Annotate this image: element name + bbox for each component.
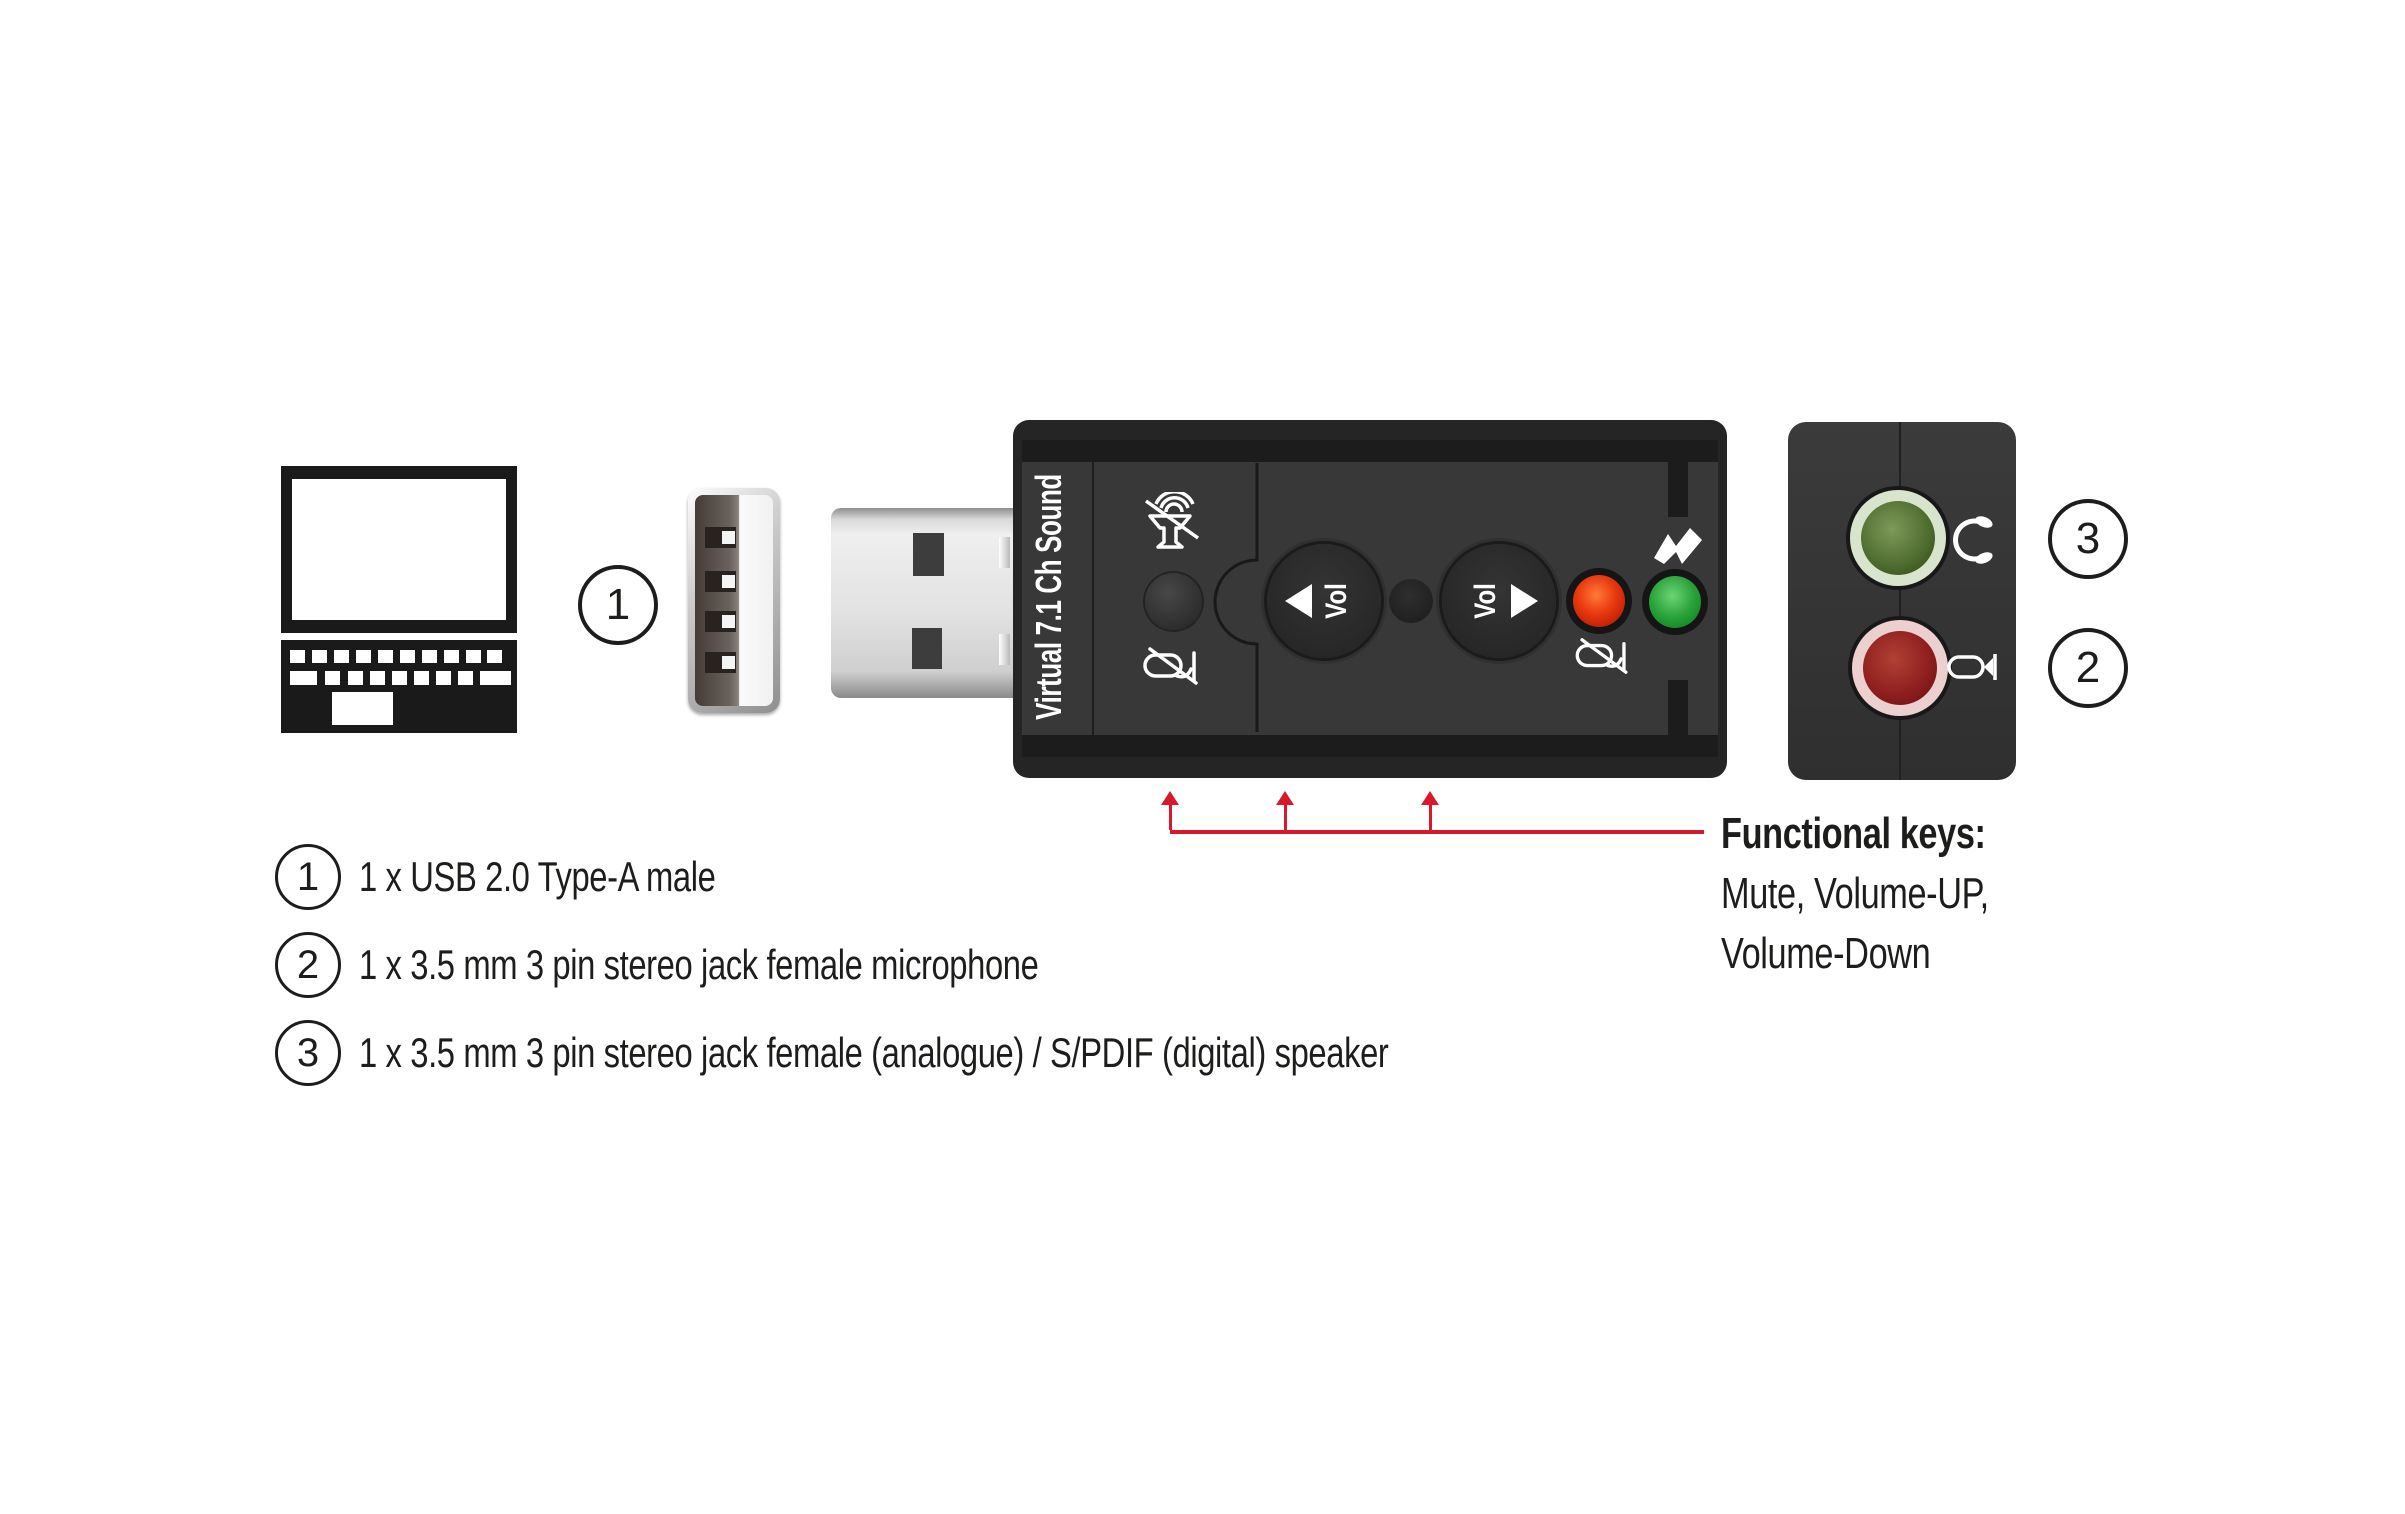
usb-plug-slot [999,537,1010,568]
usb-port-contact [705,527,736,548]
device-bottom-groove [1022,735,1718,757]
headphone-icon [1953,516,1993,564]
usb-port-contact [705,571,736,592]
functional-keys-line1: Mute, Volume-UP, [1721,869,1989,918]
laptop-icon [281,466,517,733]
callout-3-badge: 3 [2048,499,2128,579]
volume-down-button: Vol [1267,544,1381,658]
triangle-right-icon [1511,584,1538,618]
triangle-left-icon [1285,584,1312,618]
volume-up-button: Vol [1442,544,1556,658]
microphone-icon [1947,654,1997,680]
device-corner-bracket [1668,680,1688,735]
pointer-line [1170,830,1704,834]
flash-icon [1654,528,1702,564]
usb-sound-adapter: Virtual 7.1 Ch Sound [1013,420,1727,778]
green-led [1642,569,1708,635]
mic-jack [1848,616,1952,720]
center-dot [1389,579,1433,623]
callout-2-badge: 2 [2048,628,2128,708]
legend-item-2: 2 1 x 3.5 mm 3 pin stereo jack female mi… [275,932,1230,998]
callout-1-badge: 1 [578,565,658,645]
functional-keys-note: Functional keys: Mute, Volume-UP, Volume… [1721,804,2064,984]
device-divider [1092,462,1094,735]
functional-keys-line2: Volume-Down [1721,929,1931,978]
mic-mute-icon [1575,638,1628,674]
legend-1-badge: 1 [275,844,341,910]
pointer-arrow-stem [1429,805,1432,830]
usb-port-contact [705,611,736,632]
pointer-arrow-head [1421,791,1439,805]
device-label: Virtual 7.1 Ch Sound [1028,474,1069,720]
vol-up-label: Vol [1469,583,1502,619]
speaker-jack-core [1861,501,1935,575]
mic-mute-icon [1143,647,1198,685]
speaker-mute-icon [1144,492,1200,549]
functional-keys-title: Functional keys: [1721,809,1986,858]
legend-2-number: 2 [296,942,320,987]
legend-3-badge: 3 [275,1020,341,1086]
callout-1-number: 1 [605,580,631,629]
usb-port-contact [705,652,736,673]
usb-port-icon [688,488,780,713]
pointer-arrow-head [1161,791,1179,805]
legend-3-number: 3 [296,1030,320,1075]
pointer-arrow-stem [1169,805,1172,830]
legend-2-badge: 2 [275,932,341,998]
legend-item-3: 3 1 x 3.5 mm 3 pin stereo jack female (a… [275,1020,1679,1086]
usb-plug-icon [831,508,1017,698]
rear-jack-panel [1788,422,2016,780]
vol-down-label: Vol [1320,583,1353,619]
callout-2-number: 2 [2075,643,2101,692]
mic-jack-core [1863,631,1937,705]
pointer-arrow-head [1276,791,1294,805]
legend-1-number: 1 [296,854,320,899]
callout-3-number: 3 [2075,514,2101,563]
legend-item-1: 1 1 x USB 2.0 Type-A male [275,844,816,910]
legend-2-text: 1 x 3.5 mm 3 pin stereo jack female micr… [359,941,1039,988]
usb-plug-slot [999,634,1010,665]
speaker-jack [1846,486,1950,590]
legend-1-text: 1 x USB 2.0 Type-A male [359,853,716,900]
legend-3-text: 1 x 3.5 mm 3 pin stereo jack female (ana… [359,1029,1389,1076]
device-divider-notched [1213,463,1259,732]
pointer-arrow-stem [1284,805,1287,830]
usb-plug-hole [912,628,942,669]
device-corner-bracket [1668,462,1688,517]
mute-button [1145,573,1202,630]
red-led [1566,568,1632,634]
rear-panel-seam [1899,422,1901,780]
device-top-groove [1022,440,1718,462]
usb-plug-hole [913,533,944,576]
